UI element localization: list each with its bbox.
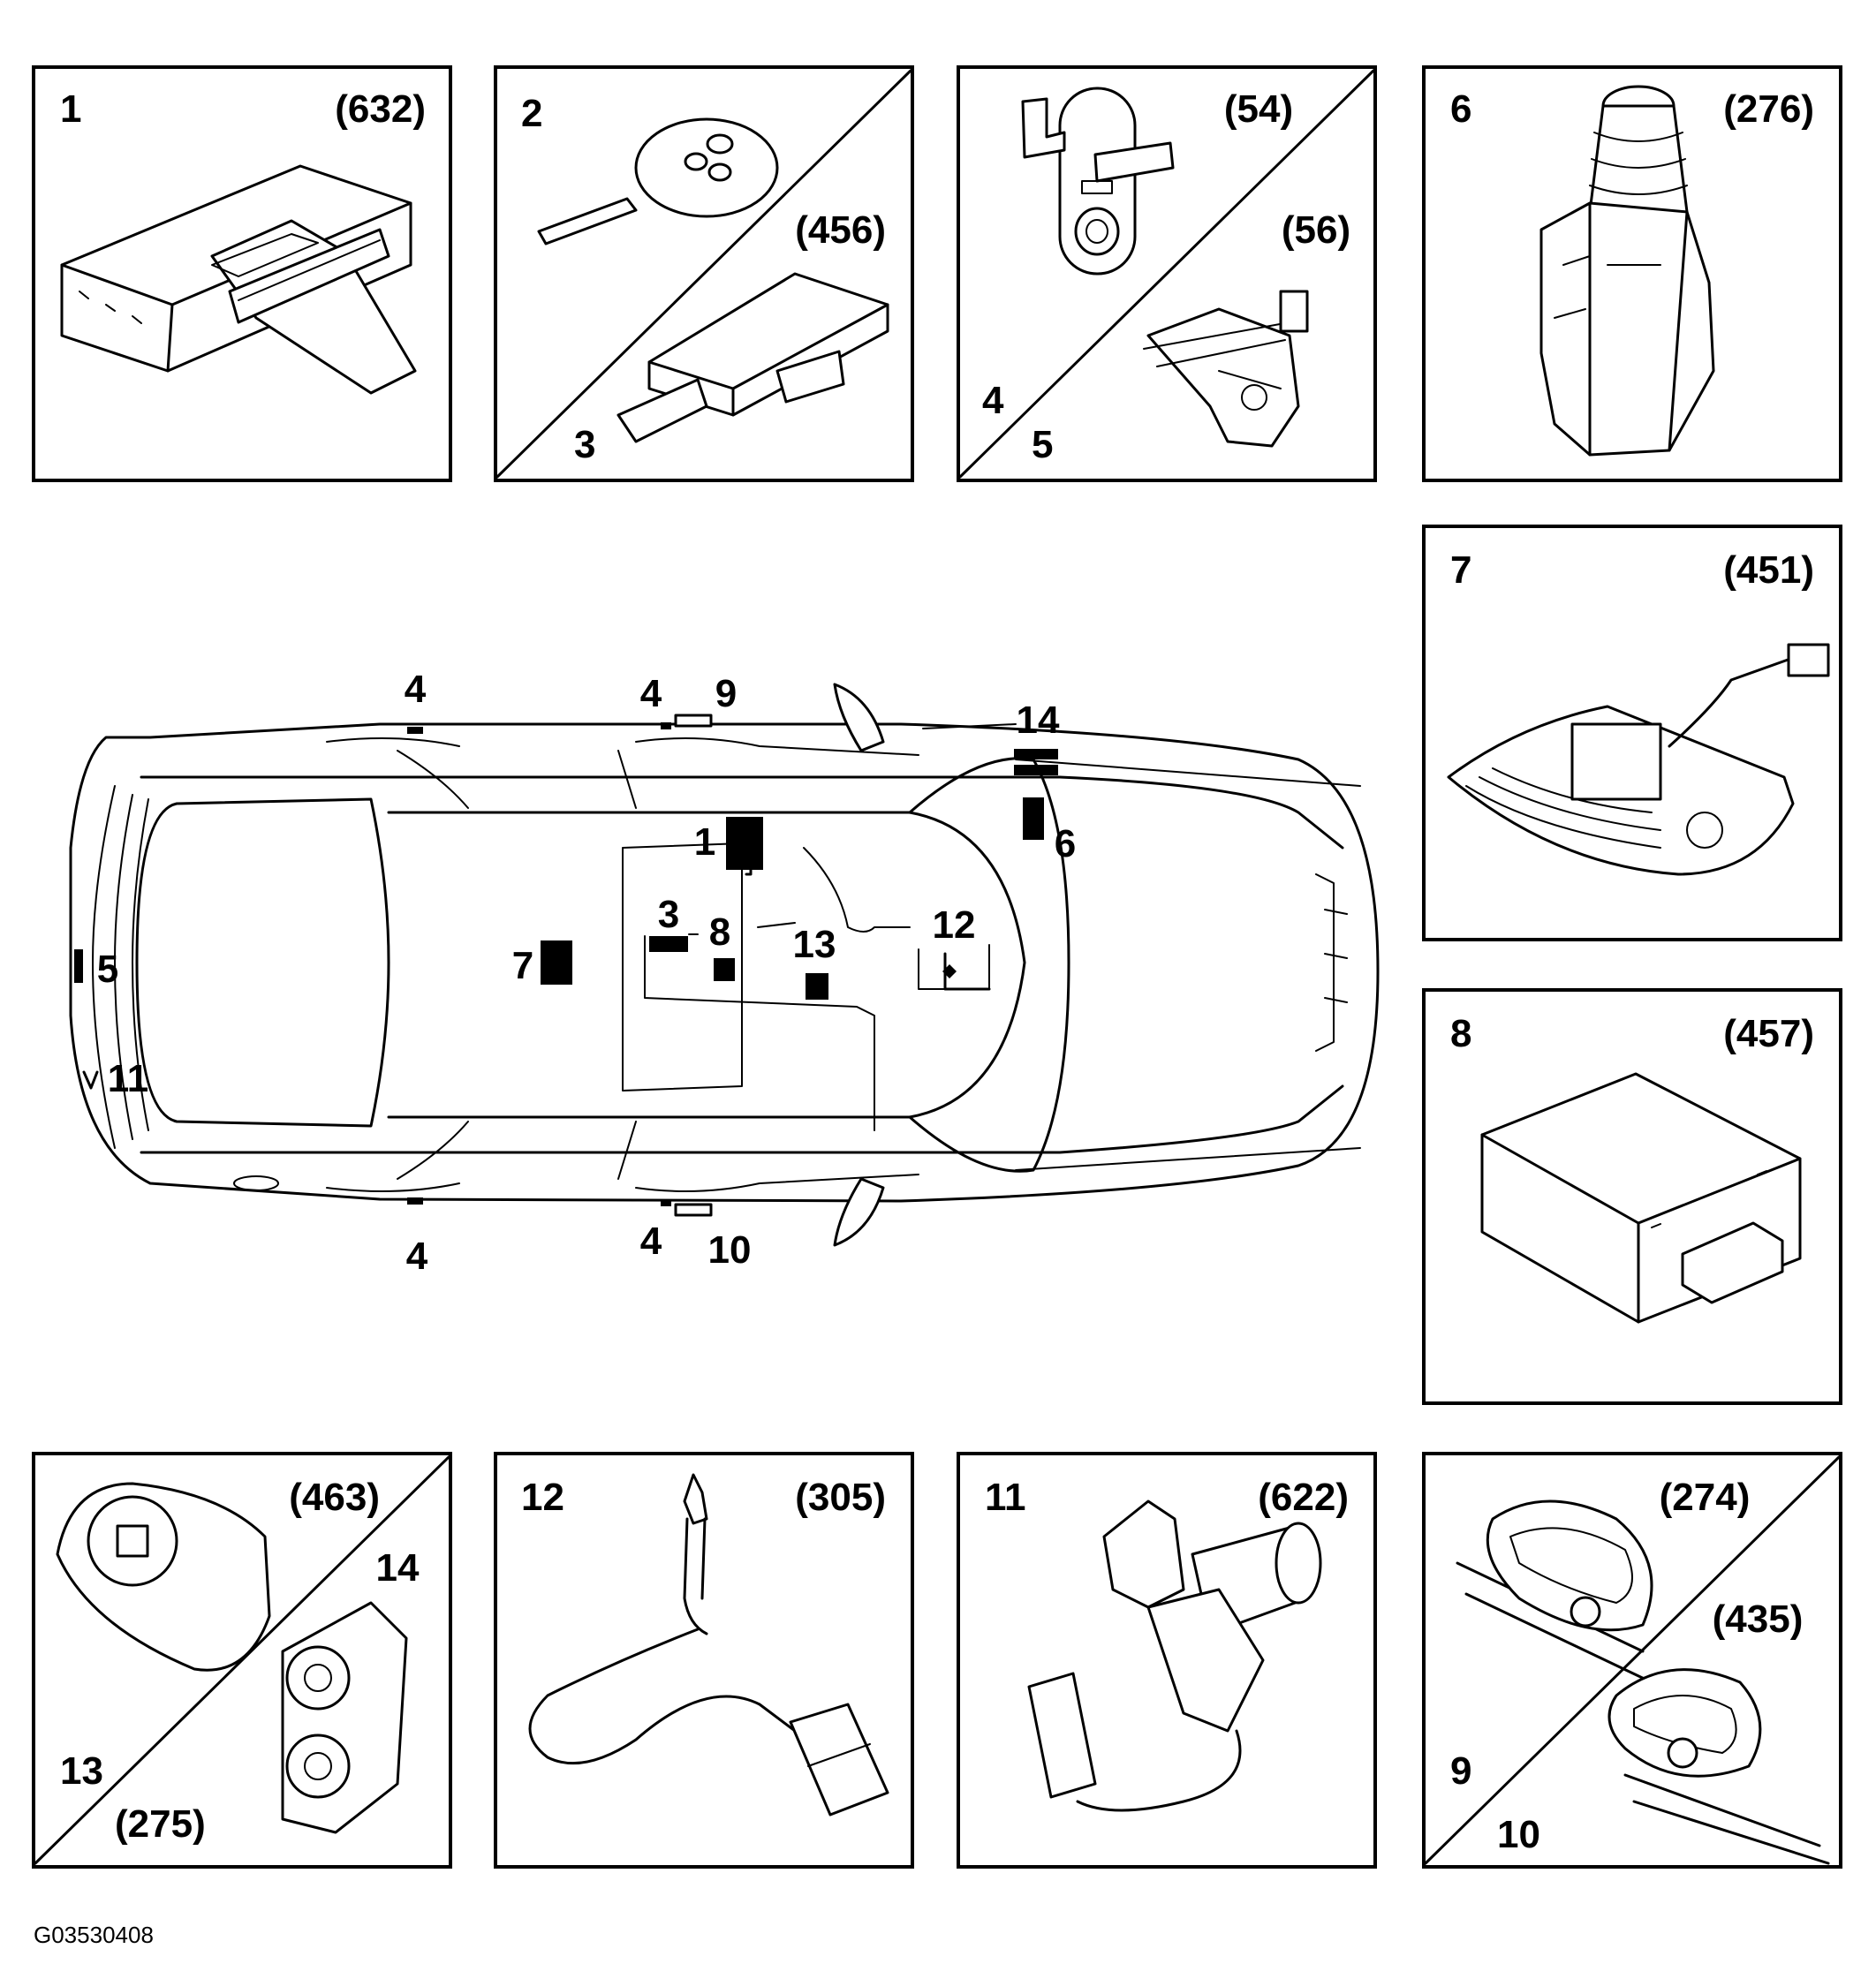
callout-4-front-left: 4 bbox=[640, 672, 662, 715]
door-lock-illustration bbox=[1143, 290, 1309, 448]
ignition-lock-illustration bbox=[56, 1482, 271, 1672]
panel-label: 12 bbox=[521, 1476, 564, 1519]
callout-4-rear-right: 4 bbox=[406, 1235, 428, 1278]
part-code: (622) bbox=[1258, 1476, 1349, 1519]
panel-label: 4 bbox=[982, 379, 1004, 422]
part-code: (276) bbox=[1723, 87, 1814, 131]
callout-9: 9 bbox=[715, 672, 737, 715]
panel-label: 2 bbox=[521, 92, 542, 135]
part-code: (274) bbox=[1660, 1476, 1751, 1519]
panel-roof-console: 7 (451) bbox=[1422, 525, 1842, 941]
callout-6: 6 bbox=[1055, 822, 1076, 865]
receiver-module-illustration bbox=[617, 272, 889, 443]
car-callouts: 4 4 9 14 1 6 3 8 13 12 7 5 11 4 4 10 bbox=[82, 668, 1076, 1278]
panel-label: 8 bbox=[1450, 1012, 1471, 1055]
motor-actuator-illustration bbox=[1027, 1499, 1322, 1812]
part-code: (457) bbox=[1723, 1012, 1814, 1055]
panel-label: 14 bbox=[376, 1546, 420, 1590]
callout-11: 11 bbox=[108, 1057, 149, 1100]
panel-label: 11 bbox=[985, 1476, 1026, 1519]
part-code: (54) bbox=[1224, 87, 1293, 131]
panel-motor: 11 (622) bbox=[957, 1452, 1377, 1869]
panel-label: 13 bbox=[60, 1749, 103, 1793]
panel-label: 3 bbox=[574, 423, 595, 466]
panel-label: 10 bbox=[1497, 1813, 1540, 1856]
marker-1 bbox=[726, 817, 763, 870]
callout-3: 3 bbox=[658, 893, 679, 936]
marker-4-rear-right bbox=[407, 1197, 423, 1205]
callout-7: 7 bbox=[512, 944, 533, 987]
callout-4-rear-left: 4 bbox=[405, 668, 427, 711]
marker-9 bbox=[674, 714, 713, 728]
sensor-illustration bbox=[528, 1473, 889, 1817]
panel-module: 8 (457) bbox=[1422, 988, 1842, 1405]
part-code: (463) bbox=[289, 1476, 380, 1519]
callout-1: 1 bbox=[694, 820, 715, 864]
marker-7 bbox=[541, 940, 572, 985]
marker-5 bbox=[74, 949, 83, 983]
callout-4-front-right: 4 bbox=[640, 1220, 662, 1263]
panel-key-receiver: 2 3 (456) bbox=[494, 65, 914, 482]
marker-11 bbox=[82, 1070, 99, 1090]
marker-6 bbox=[1023, 797, 1044, 840]
roof-console-illustration bbox=[1447, 643, 1830, 876]
gear-selector-illustration bbox=[1539, 85, 1715, 457]
part-code: (56) bbox=[1282, 208, 1350, 252]
marker-4-front-right bbox=[661, 1199, 671, 1206]
door-switch-illustration bbox=[1021, 87, 1175, 276]
panel-gear-selector: 6 (276) bbox=[1422, 65, 1842, 482]
marker-3 bbox=[649, 936, 688, 952]
marker-10 bbox=[674, 1203, 713, 1217]
part-code: (305) bbox=[795, 1476, 886, 1519]
callout-14: 14 bbox=[1017, 699, 1060, 742]
part-code: (435) bbox=[1713, 1598, 1804, 1641]
marker-8 bbox=[714, 958, 735, 981]
panel-label: 5 bbox=[1032, 423, 1053, 466]
part-code: (456) bbox=[795, 208, 886, 252]
figure-id: G03530408 bbox=[34, 1922, 154, 1948]
callout-10: 10 bbox=[708, 1228, 752, 1272]
panel-label: 6 bbox=[1450, 87, 1471, 131]
marker-14a bbox=[1014, 749, 1058, 759]
control-module-illustration bbox=[60, 164, 417, 395]
panel-label: 1 bbox=[60, 87, 81, 131]
panel-door-switch-lock: (54) (56) 4 5 bbox=[957, 65, 1377, 482]
marker-14b bbox=[1014, 765, 1058, 775]
panel-label: 7 bbox=[1450, 548, 1471, 592]
component-markers bbox=[74, 714, 1058, 1217]
vehicle-top-view bbox=[69, 683, 1380, 1247]
callout-5: 5 bbox=[97, 948, 118, 991]
callout-12: 12 bbox=[933, 903, 976, 947]
panel-control-module: 1 (632) bbox=[32, 65, 452, 482]
panel-sensor: 12 (305) bbox=[494, 1452, 914, 1869]
ignition-switch-illustration bbox=[281, 1601, 408, 1834]
callout-13: 13 bbox=[793, 923, 836, 966]
panel-label: 9 bbox=[1450, 1749, 1471, 1793]
panel-door-handles: (274) (435) 9 10 bbox=[1422, 1452, 1842, 1869]
callout-8: 8 bbox=[709, 910, 730, 954]
marker-4-front-left bbox=[661, 722, 671, 729]
part-code: (632) bbox=[335, 87, 426, 131]
panel-ignition-switch: (463) 14 13 (275) bbox=[32, 1452, 452, 1869]
door-handle-lower-illustration bbox=[1607, 1668, 1830, 1865]
marker-13 bbox=[806, 973, 828, 1000]
marker-4-rear-left bbox=[407, 727, 423, 734]
module-box-illustration bbox=[1480, 1072, 1802, 1324]
remote-key-illustration bbox=[537, 117, 779, 245]
part-code: (275) bbox=[115, 1802, 206, 1846]
part-code: (451) bbox=[1723, 548, 1814, 592]
marker-12-frame bbox=[943, 952, 991, 991]
door-handle-upper-illustration bbox=[1456, 1499, 1653, 1684]
